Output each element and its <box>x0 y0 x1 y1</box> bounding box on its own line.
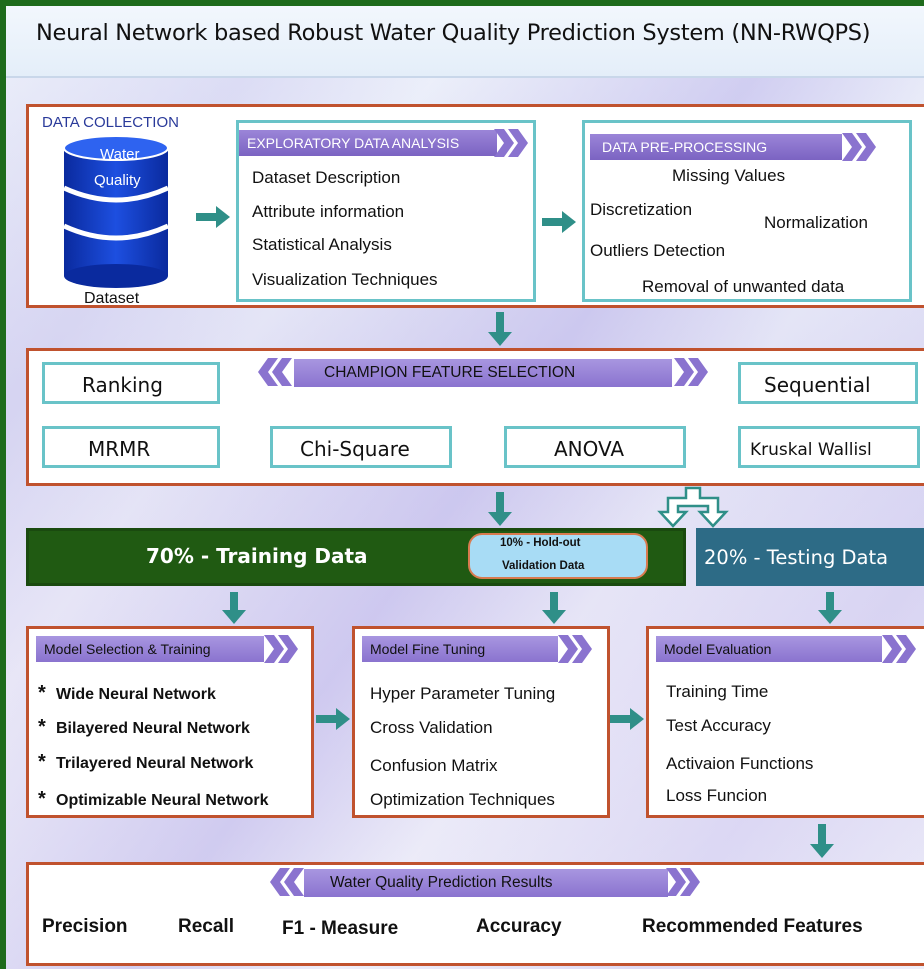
chevron-right-icon <box>666 868 700 896</box>
result-item: Precision <box>42 916 128 937</box>
chevron-right-icon <box>558 635 592 663</box>
results-banner: Water Quality Prediction Results <box>304 869 668 897</box>
arrow-right-icon <box>610 708 644 730</box>
chevron-right-icon <box>882 635 916 663</box>
preprocessing-item: Discretization <box>590 200 693 219</box>
mrmr-box <box>42 426 220 468</box>
arrow-down-icon <box>810 824 834 858</box>
ranking-label: Ranking <box>82 373 163 397</box>
bullet-star: * <box>38 716 46 738</box>
arrow-down-icon <box>818 592 842 624</box>
arrow-down-icon <box>222 592 246 624</box>
chi-square-label: Chi-Square <box>300 437 410 461</box>
result-item: Accuracy <box>476 916 562 937</box>
evaluation-item: Activaion Functions <box>666 754 814 773</box>
result-item: Recommended Features <box>642 916 863 937</box>
database-label-line2: Quality <box>94 172 141 189</box>
chevron-right-icon <box>674 358 708 386</box>
testing-data-label: 20% - Testing Data <box>704 546 889 569</box>
arrow-right-icon <box>196 206 230 228</box>
bullet-star: * <box>38 751 46 773</box>
fine-tuning-item: Confusion Matrix <box>370 756 498 775</box>
eda-item: Statistical Analysis <box>252 235 392 254</box>
model-item: Bilayered Neural Network <box>56 720 250 737</box>
evaluation-banner: Model Evaluation <box>656 636 882 662</box>
training-data-label: 70% - Training Data <box>146 544 368 568</box>
eda-item: Visualization Techniques <box>252 270 438 289</box>
sequential-label: Sequential <box>764 373 871 397</box>
result-item: F1 - Measure <box>282 918 399 939</box>
fine-tuning-item: Optimization Techniques <box>370 790 555 809</box>
holdout-pill <box>468 533 648 579</box>
preprocessing-item: Missing Values <box>672 166 786 185</box>
bullet-star: * <box>38 788 46 810</box>
dataset-caption: Dataset <box>84 290 140 307</box>
feature-selection-banner: CHAMPION FEATURE SELECTION <box>294 359 672 387</box>
model-item: Trilayered Neural Network <box>56 755 254 772</box>
evaluation-item: Loss Funcion <box>666 786 768 805</box>
model-item: Optimizable Neural Network <box>56 792 269 809</box>
holdout-label-line1: 10% - Hold-out <box>500 537 581 549</box>
data-collection-heading: DATA COLLECTION <box>42 114 179 131</box>
model-item: Wide Neural Network <box>56 686 216 703</box>
eda-item: Attribute information <box>252 202 405 221</box>
result-item: Recall <box>178 916 234 937</box>
fine-tuning-banner: Model Fine Tuning <box>362 636 558 662</box>
anova-label: ANOVA <box>554 437 625 461</box>
title-bar: Neural Network based Robust Water Qualit… <box>6 6 924 78</box>
database-icon <box>62 135 170 288</box>
chevron-left-icon <box>258 358 292 386</box>
fine-tuning-item: Hyper Parameter Tuning <box>370 684 556 703</box>
arrow-down-icon <box>542 592 566 624</box>
chevron-left-icon <box>270 868 304 896</box>
arrow-right-icon <box>316 708 350 730</box>
split-arrow-icon <box>657 486 729 528</box>
testing-data-bar <box>696 528 924 586</box>
kruskal-box <box>738 426 920 468</box>
kruskal-label: Kruskal Wallisl <box>750 440 872 460</box>
arrow-right-icon <box>542 211 576 233</box>
eda-item: Dataset Description <box>252 168 401 187</box>
chevron-right-icon <box>494 129 528 157</box>
holdout-label-line2: Validation Data <box>502 560 585 572</box>
preprocessing-item: Removal of unwanted data <box>642 277 845 296</box>
fine-tuning-item: Cross Validation <box>370 718 493 737</box>
chi-square-box <box>270 426 452 468</box>
model-selection-banner: Model Selection & Training <box>36 636 264 662</box>
anova-box <box>504 426 686 468</box>
bullet-star: * <box>38 682 46 704</box>
preprocessing-banner: DATA PRE-PROCESSING <box>590 134 842 160</box>
evaluation-item: Training Time <box>666 682 769 701</box>
chevron-right-icon <box>264 635 298 663</box>
evaluation-item: Test Accuracy <box>666 716 771 735</box>
preprocessing-item: Outliers Detection <box>590 241 726 260</box>
eda-banner: EXPLORATORY DATA ANALYSIS <box>239 130 497 156</box>
page-title: Neural Network based Robust Water Qualit… <box>36 20 871 46</box>
ranking-box <box>42 362 220 404</box>
preprocessing-item: Normalization <box>764 213 868 232</box>
sequential-box <box>738 362 918 404</box>
mrmr-label: MRMR <box>88 437 151 461</box>
arrow-down-icon <box>488 492 512 526</box>
chevron-right-icon <box>842 133 876 161</box>
database-label-line1: Water <box>100 146 140 163</box>
arrow-down-icon <box>488 312 512 346</box>
